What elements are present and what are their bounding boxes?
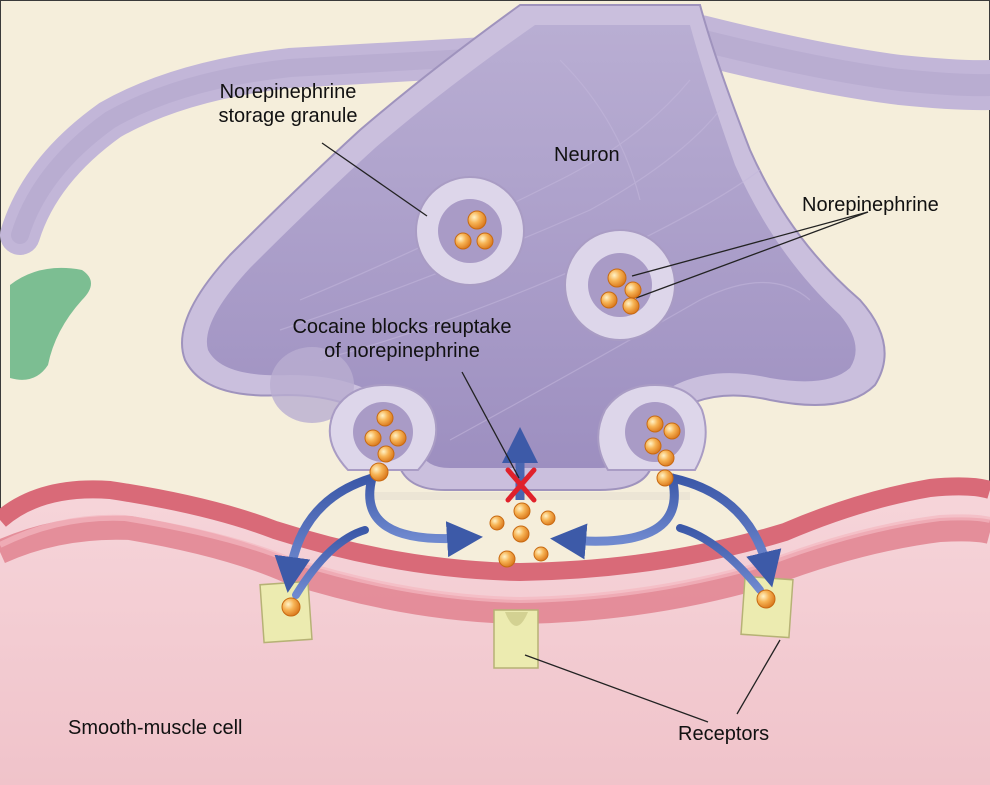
molecule-dot [658, 450, 674, 466]
molecule-dot [623, 298, 639, 314]
molecule-dot [534, 547, 548, 561]
storage-granule [416, 177, 524, 285]
cocaine-label-line1: Cocaine blocks reuptake [282, 315, 522, 339]
norepinephrine-label: Norepinephrine [802, 193, 939, 217]
storage-granule-label-line2: storage granule [198, 104, 378, 128]
molecule-dot [468, 211, 486, 229]
molecule-dot [370, 463, 388, 481]
molecule-dot [645, 438, 661, 454]
molecule-dot [377, 410, 393, 426]
molecule-dot [513, 526, 529, 542]
molecule-dot [455, 233, 471, 249]
molecule-dot [490, 516, 504, 530]
molecule-dot [657, 470, 673, 486]
molecule-dot [664, 423, 680, 439]
molecule-dot [282, 598, 300, 616]
molecule-dot [499, 551, 515, 567]
molecule-dot [514, 503, 530, 519]
cocaine-label-line2: of norepinephrine [282, 339, 522, 363]
molecule-dot [378, 446, 394, 462]
receptors-label: Receptors [678, 722, 769, 746]
molecule-dot [757, 590, 775, 608]
neuron-label: Neuron [554, 143, 620, 167]
molecule-dot [365, 430, 381, 446]
receptor-center [494, 610, 538, 668]
molecule-dot [625, 282, 641, 298]
molecule-dot [601, 292, 617, 308]
smooth-muscle-cell-label: Smooth-muscle cell [68, 716, 243, 740]
cocaine-label: Cocaine blocks reuptake of norepinephrin… [282, 315, 522, 363]
molecule-dot [608, 269, 626, 287]
molecule-dot [541, 511, 555, 525]
molecule-dot [477, 233, 493, 249]
storage-granule-label: Norepinephrine storage granule [198, 80, 378, 128]
molecule-dot [647, 416, 663, 432]
molecule-dot [390, 430, 406, 446]
storage-granule-label-line1: Norepinephrine [198, 80, 378, 104]
